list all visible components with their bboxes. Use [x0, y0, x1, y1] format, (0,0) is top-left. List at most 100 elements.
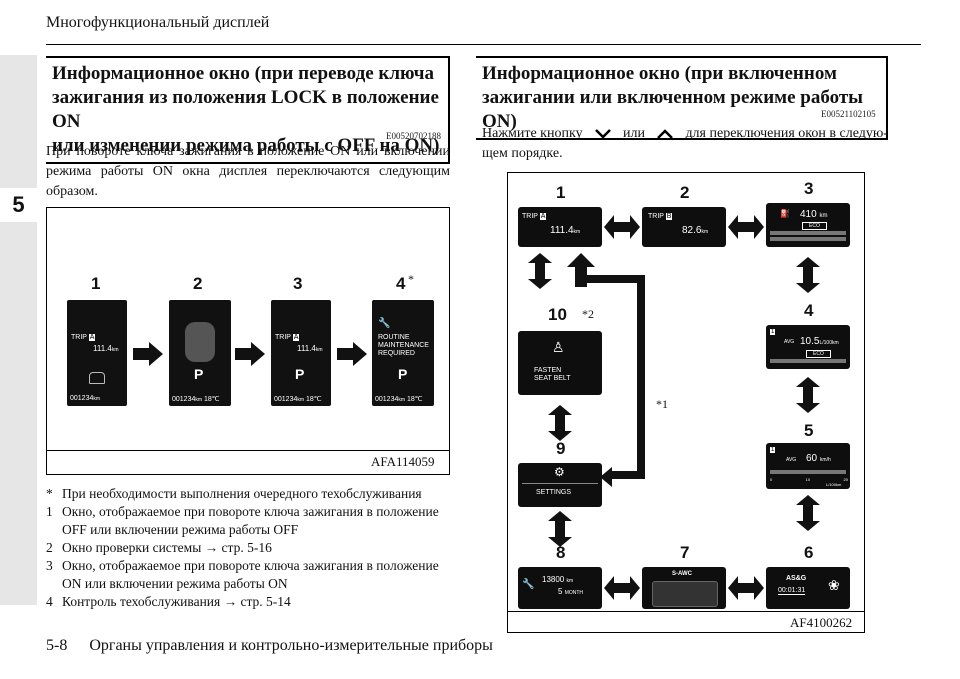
divider: [522, 483, 598, 484]
footnote-star: *: [408, 272, 414, 286]
title-line: зажигания из положения LOCK в положение …: [52, 87, 439, 132]
speed-value: 60: [806, 453, 818, 464]
step-label: 2: [680, 183, 690, 202]
car-top-icon: [185, 322, 215, 362]
trip-label: TRIP: [648, 213, 664, 220]
gear-indicator: P: [295, 366, 305, 382]
note-row: 3 Окно, отображаемое при повороте ключа з…: [46, 557, 446, 593]
arrow-vertical-icon: [528, 253, 552, 289]
note-text: Окно, отображаемое при повороте ключа за…: [62, 504, 439, 537]
note-key: 3: [46, 558, 53, 573]
display-10-seatbelt: ♙ FASTEN SEAT BELT: [518, 331, 602, 395]
display-8-service: 🔧 13800 km 5 MONTH: [518, 567, 602, 609]
step-label: 5: [804, 421, 814, 440]
range-value: 410: [800, 209, 817, 220]
para-text: для переключения окон в следую-: [685, 126, 888, 141]
odometer: 001234: [172, 396, 196, 403]
chapter-sidebar: [0, 55, 37, 605]
service-month: 5: [558, 587, 563, 596]
note-row: 4 Контроль техобслуживания → стр. 5-14: [46, 593, 446, 611]
note-text: Контроль техобслуживания → стр. 5-14: [62, 594, 291, 609]
left-paragraph: При повороте ключа зажигания в положение…: [46, 144, 450, 199]
eco-bar: [770, 359, 846, 363]
arrow-right-icon: [133, 342, 163, 366]
avg-value: 10.5: [800, 336, 820, 347]
eco-label: ECO: [806, 350, 831, 358]
note-text: Окно, отображаемое при повороте ключа за…: [62, 558, 439, 591]
trip-value: 111.4: [297, 344, 316, 353]
trip-badge: A: [539, 213, 547, 220]
note-row: * При необходимости выполнения очередного…: [46, 485, 446, 503]
return-arrow-icon: [567, 253, 645, 487]
maint-line: REQUIRED: [378, 350, 415, 357]
note-key: 2: [46, 540, 53, 555]
right-section-title: Информационное окно (при включенном зажи…: [476, 56, 888, 140]
gear-indicator: P: [398, 366, 408, 382]
leaf-icon: ❀: [828, 577, 840, 593]
gear-icon: ⚙: [554, 465, 565, 479]
seatbelt-line: SEAT BELT: [534, 375, 571, 382]
odometer-unit: km: [93, 396, 101, 402]
arrow-vertical-icon: [548, 405, 572, 441]
consumption-bar: [770, 470, 846, 474]
tick-label: 20: [843, 477, 848, 482]
display-2-trip-b: TRIP B 82.6km: [642, 207, 726, 247]
footnote-mark: *2: [582, 307, 594, 321]
note-key: 4: [46, 594, 53, 609]
left-section-code: E00520702188: [386, 131, 441, 141]
chevron-up-icon: [657, 129, 674, 139]
trip-badge: B: [665, 213, 673, 220]
display-7-sawc: S-AWC: [642, 567, 726, 609]
sawc-label: S-AWC: [672, 571, 692, 577]
running-header: Многофункциональный дисплей: [46, 14, 270, 31]
chapter-number: 5: [0, 188, 37, 222]
note-key: 1: [46, 504, 53, 519]
avg-unit: L/100km: [819, 340, 839, 346]
step-label: 6: [804, 543, 814, 562]
asg-label: AS&G: [786, 575, 807, 582]
eco-bar: [770, 237, 846, 241]
note-key: *: [46, 486, 53, 501]
para-text: или: [623, 126, 645, 141]
maint-line: ROUTINE: [378, 334, 410, 341]
note-text: При необходимости выполнения очередного …: [62, 486, 422, 501]
display-6-asg: AS&G 00:01:31 ❀: [766, 567, 850, 609]
display-screen-2: P 001234km 18℃: [169, 300, 231, 406]
step-label: 1: [556, 183, 566, 202]
odometer: 001234: [70, 395, 94, 402]
tick-label: 0: [770, 477, 773, 482]
trip-badge: A: [292, 334, 300, 341]
step-label: 8: [556, 543, 566, 562]
figure-rule: [508, 611, 864, 612]
title-line: зажигании или включенном режиме работы O…: [482, 87, 864, 132]
trip-label: TRIP: [522, 213, 538, 220]
fuel-pump-icon: ⛽: [780, 209, 790, 218]
temperature: 18℃: [305, 396, 322, 403]
avg-label: AVG: [784, 339, 795, 345]
arrow-right-icon: [235, 342, 265, 366]
step-label: 7: [680, 543, 690, 562]
odometer-unit: km: [297, 397, 305, 403]
arrow-vertical-icon: [548, 511, 572, 547]
gear-indicator: P: [194, 366, 204, 382]
right-figure: 1 2 3 4 5 6 7 8 9 10 *2 *1 TRIP A 111.4k…: [507, 172, 865, 633]
step-label: 10: [548, 305, 567, 324]
trip-unit: km: [315, 347, 323, 353]
service-month-unit: MONTH: [564, 590, 584, 596]
eco-label: ECO: [802, 222, 827, 230]
arrow-vertical-icon: [796, 495, 820, 531]
asg-time: 00:01:31: [778, 587, 806, 595]
display-screen-4: 🔧 ROUTINE MAINTENANCE REQUIRED P 001234k…: [372, 300, 434, 406]
tick-label: 10: [805, 477, 811, 482]
step-label: 3: [804, 179, 814, 198]
tick-unit: L/100km: [826, 482, 842, 487]
display-1-trip-a: TRIP A 111.4km: [518, 207, 602, 247]
wrench-icon: 🔧: [378, 318, 391, 329]
page-footer: 5-8 Органы управления и контрольно-измер…: [46, 637, 493, 655]
title-line: или изменении режима работы с OFF на ON): [52, 135, 440, 156]
figure-code: AFA114059: [371, 454, 435, 469]
service-km: 13800: [542, 575, 565, 584]
trip-value: 111.4: [93, 344, 112, 353]
awc-drivetrain-icon: [652, 581, 718, 607]
